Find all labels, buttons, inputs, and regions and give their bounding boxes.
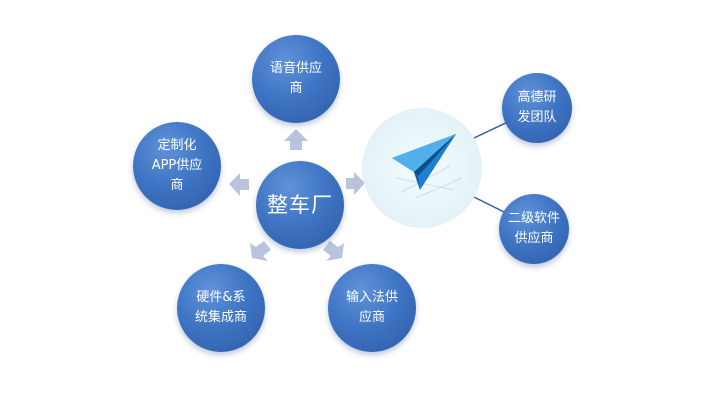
node-app-supplier-label: 定制化 APP供应 商 [151,138,203,193]
node-rd-team: 高德研 发团队 [502,73,572,143]
center-node-oem: 整车厂 [256,161,344,249]
connector-line-secondary [469,194,505,213]
center-node-label: 整车厂 [267,193,333,217]
node-secondary-software-supplier-label: 二级软件 供应商 [507,211,560,246]
node-rd-team-label: 高德研 发团队 [517,90,557,125]
arrow-down-left-icon [250,241,271,261]
arrow-down-right-icon [323,241,344,261]
arrow-right-icon [346,172,365,195]
paper-plane-logo-icon [392,134,463,199]
node-hardware-integrator: 硬件&系 统集成商 [177,264,265,352]
node-app-supplier: 定制化 APP供应 商 [133,122,221,210]
node-secondary-software-supplier: 二级软件 供应商 [499,194,569,264]
node-hardware-integrator-label: 硬件&系 统集成商 [194,290,247,325]
node-ime-supplier: 输入法供 应商 [328,264,416,352]
node-ime-supplier-label: 输入法供 应商 [345,290,398,325]
arrow-left-icon [229,173,249,196]
arrow-up-icon [284,129,308,150]
node-voice-supplier: 语音供应 商 [252,35,340,123]
node-voice-supplier-label: 语音供应 商 [269,61,322,96]
brand-logo-circle [362,108,482,228]
